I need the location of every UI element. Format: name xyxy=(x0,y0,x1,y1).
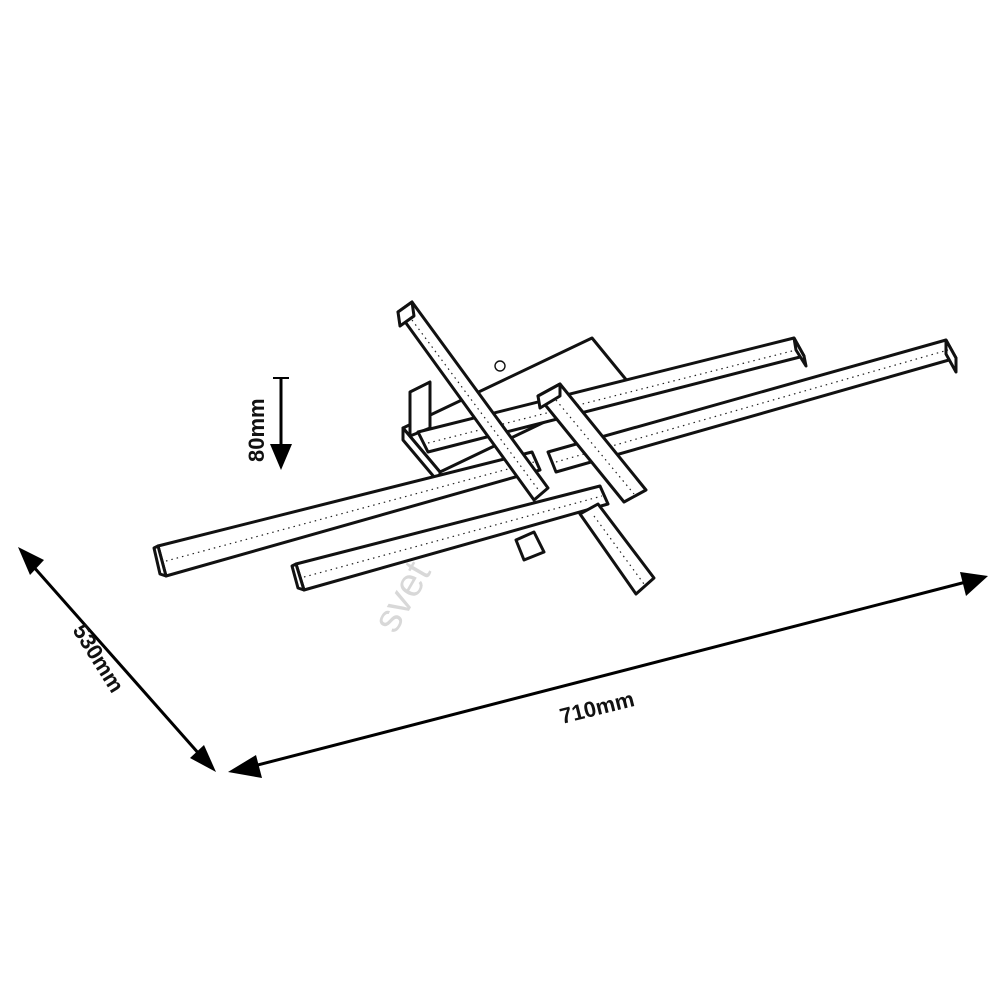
light-bar-front-lower xyxy=(290,484,610,592)
height-dimension: 80mm xyxy=(244,377,292,470)
depth-dimension: 530mm xyxy=(18,547,216,772)
width-label: 710mm xyxy=(557,686,637,729)
width-dimension: 710mm xyxy=(228,572,988,778)
center-mount xyxy=(514,530,546,562)
light-bar-diagonal-short xyxy=(536,382,648,504)
light-bar-back-right xyxy=(546,338,958,474)
light-bar-back-upper xyxy=(416,336,808,454)
height-label: 80mm xyxy=(244,398,269,462)
light-bar-front-left xyxy=(152,450,542,578)
depth-label: 530mm xyxy=(68,619,129,697)
light-bar-diagonal-lower xyxy=(578,502,656,596)
light-bar-diagonal-long xyxy=(396,300,550,502)
